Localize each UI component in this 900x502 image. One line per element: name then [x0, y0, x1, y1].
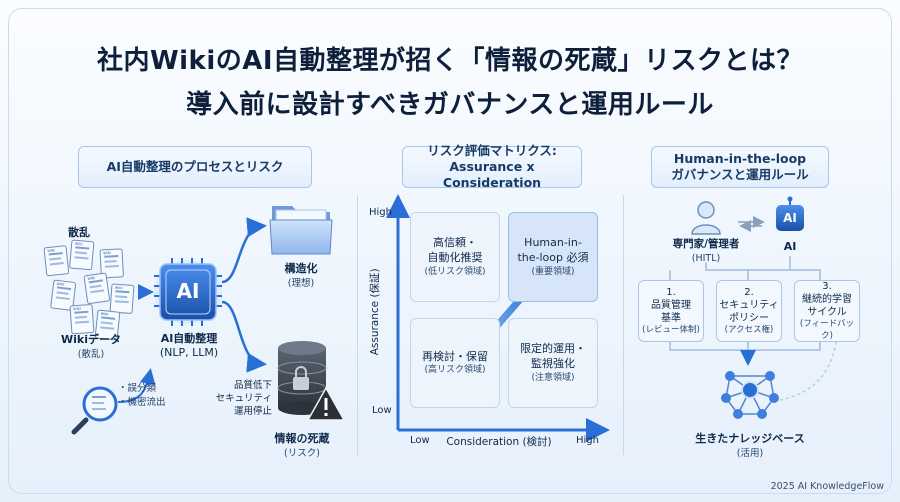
ai-robot-icon	[776, 196, 804, 231]
x-high-label: High	[576, 435, 599, 446]
y-low-label: Low	[372, 405, 392, 416]
governance-box-security: 2.セキュリティポリシー(アクセス権)	[716, 280, 782, 342]
database-icon	[277, 341, 327, 415]
y-high-label: High	[369, 207, 392, 218]
doc-tag-1: WIKI	[75, 242, 83, 247]
cell-reconsider: 再検討・保留(高リスク領域)	[410, 318, 500, 408]
divider-right	[623, 195, 624, 455]
ai-auto-organize-label: AI自動整理(NLP, LLM)	[159, 332, 219, 360]
knowledge-network-icon	[721, 371, 779, 419]
governance-box-learning: 3.継続的学習サイクル(フィードバック)	[794, 280, 860, 342]
cell-limited-operation: 限定的運用・監視強化(注意領域)	[508, 318, 598, 408]
doc-tag-7: WIKI	[100, 312, 108, 317]
scattered-documents-icon: WIKI WIKI WIKI WIKI WIKI WIKI WIKI WIKI	[43, 239, 135, 341]
doc-tag-4: WIKI	[87, 276, 95, 281]
magnifier-icon	[71, 386, 118, 435]
governance-box-quality: 1.品質管理基準(レビュー体制)	[638, 280, 704, 342]
folder-icon	[269, 206, 333, 255]
arrow-to-dead	[221, 300, 267, 373]
cell-high-trust: 高信頼・自動化推奨(低リスク領域)	[410, 212, 500, 302]
ai-label-right: AI	[783, 240, 797, 253]
footer-credit: 2025 AI KnowledgeFlow	[770, 481, 884, 492]
title-line-1: 社内WikiのAI自動整理が招く「情報の死蔵」リスクとは？	[96, 46, 804, 76]
scatter-label: 散乱	[68, 226, 90, 239]
arrow-to-structured	[221, 217, 267, 284]
wiki-data-label: Wikiデータ(散乱)	[61, 333, 121, 361]
doc-tag-5: WIKI	[115, 286, 123, 291]
x-low-label: Low	[410, 435, 430, 446]
doc-tag-2: WIKI	[103, 251, 111, 255]
structured-label: 構造化(理想)	[284, 262, 318, 290]
warning-icon	[306, 386, 346, 421]
y-axis-label: Assurance (保証)	[369, 268, 382, 356]
left-section-header: AI自動整理のプロセスとリスク	[78, 146, 312, 188]
ai-badge: AI	[783, 211, 797, 225]
doc-tag-3: WIKI	[56, 282, 64, 287]
title-line-2: 導入前に設計すべきガバナンスと運用ルール	[186, 90, 714, 120]
person-icon	[691, 201, 721, 235]
risk-list: ・誤分類・機密流出	[118, 383, 166, 408]
x-axis-label: Consideration (検討)	[446, 436, 552, 448]
degrade-list: 品質低下セキュリティ運用停止	[215, 380, 272, 417]
ai-chip-text: AI	[176, 279, 200, 303]
cell-hitl-required: Human-in-the-loop 必須(重要領域)	[508, 212, 598, 302]
divider-left	[357, 195, 358, 455]
expert-label: 専門家/管理者(HITL)	[672, 238, 740, 264]
middle-section-header: リスク評価マトリクス:Assurance x Consideration	[402, 143, 582, 190]
doc-tag-0: WIKI	[47, 248, 55, 253]
dead-info-label: 情報の死蔵(リスク)	[274, 432, 330, 460]
ai-chip-icon	[154, 258, 222, 326]
knowledge-base-label: 生きたナレッジベース(活用)	[695, 432, 805, 460]
doc-tag-6: WIKI	[73, 307, 81, 312]
frame	[8, 8, 892, 494]
